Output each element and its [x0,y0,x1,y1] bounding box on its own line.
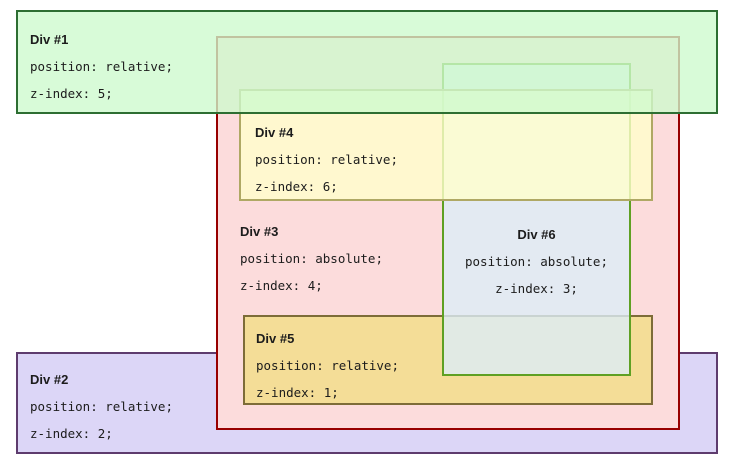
stacking-box-div1: Div #1 position: relative; z-index: 5; [16,10,718,114]
box-style-line-position: position: relative; [30,59,173,74]
box-content: Div #3 position: absolute; z-index: 4; [218,38,678,299]
box-title-div2: Div #2 [30,372,69,387]
box-title-div4: Div #4 [255,125,294,140]
box-style-line-position: position: relative; [30,399,173,414]
box-content: Div #6 position: absolute; z-index: 3; [444,65,629,302]
box-style-line-position: position: relative; [255,152,398,167]
box-style-line-position: position: absolute; [465,254,608,269]
box-style-line-position: position: relative; [256,358,399,373]
box-title-div6: Div #6 [517,227,556,242]
box-title-div5: Div #5 [256,331,295,346]
box-style-line-position: position: absolute; [240,251,383,266]
box-style-line-zindex: z-index: 5; [30,86,113,101]
box-content: Div #1 position: relative; z-index: 5; [18,12,716,107]
box-title-div1: Div #1 [30,32,69,47]
box-style-line-zindex: z-index: 3; [495,281,578,296]
box-style-line-zindex: z-index: 2; [30,426,113,441]
box-style-line-zindex: z-index: 6; [255,179,338,194]
box-content: Div #5 position: relative; z-index: 1; [245,317,651,406]
box-title-div3: Div #3 [240,224,279,239]
box-style-line-zindex: z-index: 1; [256,385,339,400]
box-content: Div #2 position: relative; z-index: 2; [18,354,716,447]
box-style-line-zindex: z-index: 4; [240,278,323,293]
box-content: Div #4 position: relative; z-index: 6; [241,91,651,200]
